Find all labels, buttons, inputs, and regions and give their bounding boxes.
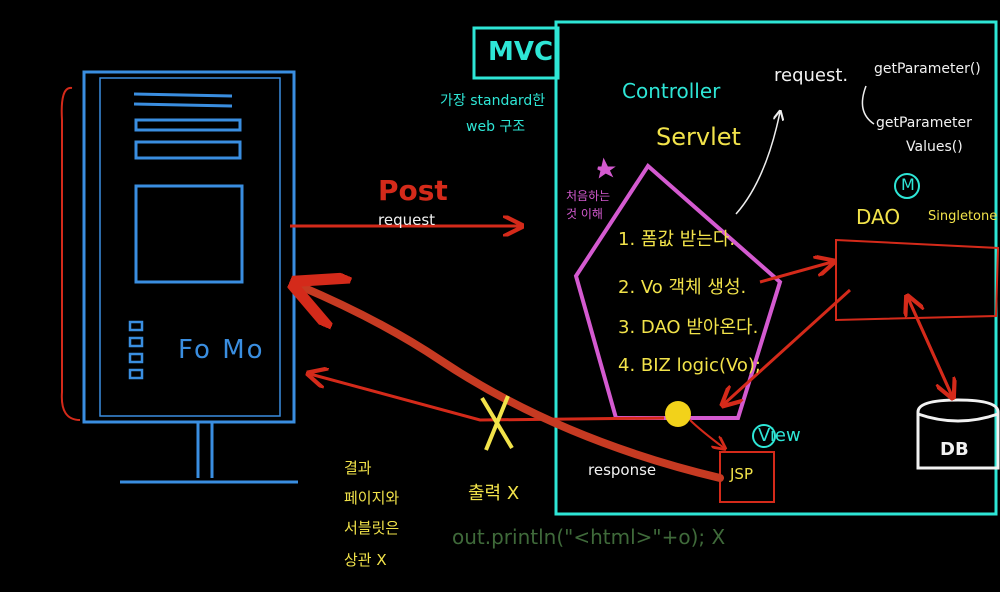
servlet-note-line1: 처음하는 [566, 189, 611, 203]
method-get-parameter: getParameter() [874, 61, 981, 77]
servlet-response-arrow [310, 374, 665, 422]
request-label: request. [774, 65, 849, 86]
note-result-line1: 결과 [344, 459, 372, 477]
note-result-line4: 상관 X [344, 551, 387, 569]
x-mark-icon [480, 395, 514, 451]
servlet-to-dao-arrow [759, 262, 832, 284]
dao-db-arrow-up [908, 298, 954, 397]
step-2: 2. Vo 객체 생성. [618, 277, 747, 298]
dao-label: DAO [856, 205, 901, 229]
note-out-println: out.println("<html>"+o); X [452, 525, 726, 549]
request-arrow-label: request [378, 211, 436, 229]
model-badge-circle [894, 173, 920, 199]
mvc-title-box [472, 26, 560, 80]
db-cylinder [916, 398, 1000, 470]
mvc-note-line2: web 구조 [466, 119, 526, 135]
servlet-label: Servlet [656, 123, 741, 151]
response-label: response [588, 461, 657, 479]
servlet-note-line2: 것 이해 [566, 207, 603, 221]
step-1: 1. 폼값 받는다. [618, 229, 736, 250]
method-get-parameter-values-2: Values() [906, 139, 963, 155]
mvc-frame [554, 20, 998, 516]
bracket-mark [60, 86, 81, 421]
jsp-label: JSP [730, 465, 753, 483]
step-4: 4. BIZ logic(Vo); [618, 355, 761, 376]
db-label: DB [940, 439, 969, 460]
controller-label: Controller [622, 79, 721, 103]
view-label: View [758, 425, 801, 446]
note-result-line2: 페이지와 [344, 489, 400, 507]
forward-to-jsp-arrow [689, 419, 724, 448]
mvc-note-line1: 가장 standard한 [440, 93, 546, 109]
forward-dot [665, 401, 691, 427]
star-icon [597, 157, 616, 179]
methods-brace [861, 85, 875, 125]
model-badge: M [901, 175, 915, 194]
view-badge-circle [752, 424, 776, 448]
request-methods-arrow [735, 112, 780, 215]
step-3: 3. DAO 받아온다. [618, 317, 759, 338]
method-get-parameter-values-1: getParameter [876, 115, 972, 131]
post-label: Post [378, 174, 448, 207]
mvc-title: MVC [488, 37, 554, 67]
note-result-line3: 서블릿은 [344, 519, 400, 537]
form-label: Fo Mo [178, 335, 265, 365]
dao-to-servlet-arrow [724, 288, 852, 404]
dao-box [835, 238, 1000, 322]
note-output-x: 출력 X [468, 483, 520, 504]
jsp-response-arrow [300, 286, 724, 482]
client-monitor [60, 70, 298, 484]
singleton-label: Singletone [928, 209, 998, 224]
